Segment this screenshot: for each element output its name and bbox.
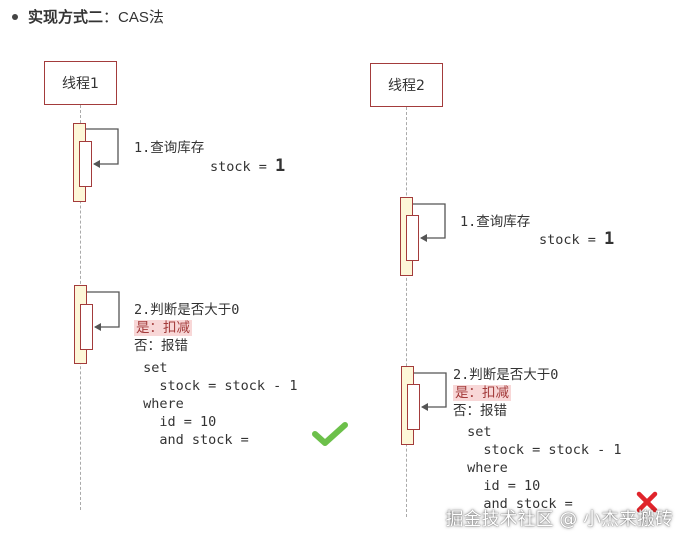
thread2-box: 线程2: [370, 63, 443, 107]
thread1-sql-line-1: set: [135, 360, 168, 376]
thread2-activation-judge-inner: [407, 384, 420, 430]
bullet-icon: [12, 13, 18, 20]
thread1-activation-judge-inner: [80, 304, 93, 350]
thread2-stock-readout: stock = 1: [539, 230, 614, 249]
thread1-query-label: 1.查询库存: [134, 140, 205, 156]
thread2-judge-arrow: [414, 372, 447, 408]
thread1-yes-label: 是：扣减: [134, 319, 192, 337]
thread2-no-label: 否：报错: [453, 403, 507, 419]
thread2-yes-highlight: 是：扣减: [453, 385, 511, 401]
thread1-stock-value: 1: [275, 156, 286, 176]
thread1-box: 线程1: [44, 61, 117, 105]
thread1-sql-line-3: where: [135, 396, 184, 412]
thread2-sql-line-2: stock = stock - 1: [459, 442, 622, 458]
thread1-sql-line-4: id = 10: [135, 414, 217, 430]
thread2-yes-label: 是：扣减: [453, 384, 511, 402]
thread2-sql-line-4: id = 10: [459, 478, 541, 494]
thread1-stock-prefix: stock =: [210, 159, 276, 175]
thread1-judge-arrow: [87, 291, 120, 328]
thread2-sql-line-1: set: [459, 424, 492, 440]
thread2-query-arrow: [413, 203, 446, 239]
thread1-sql-line-5: and stock =: [135, 432, 257, 448]
thread2-stock-prefix: stock =: [539, 232, 605, 248]
thread2-stock-value: 1: [604, 229, 615, 249]
thread2-lifeline: [406, 107, 407, 517]
thread2-sql-line-3: where: [459, 460, 508, 476]
thread2-query-label: 1.查询库存: [460, 214, 531, 230]
heading-bold: 实现方式二: [28, 8, 104, 26]
thread1-no-label: 否：报错: [134, 338, 188, 354]
section-heading: 实现方式二 ：CAS法: [12, 6, 164, 27]
thread1-yes-highlight: 是：扣减: [134, 320, 192, 336]
thread1-sql-line-2: stock = stock - 1: [135, 378, 298, 394]
thread1-judge-label: 2.判断是否大于0: [134, 302, 240, 318]
thread2-judge-label: 2.判断是否大于0: [453, 367, 559, 383]
thread1-stock-readout: stock = 1: [210, 157, 285, 176]
watermark-text: 掘金技术社区 @ 小杰来搬砖: [445, 509, 673, 530]
green-check-icon: [312, 422, 348, 446]
thread1-query-arrow: [86, 128, 119, 165]
heading-rest: ：CAS法: [103, 9, 164, 26]
red-cross-icon: [636, 491, 658, 513]
thread2-sql-line-5: and stock =: [459, 496, 581, 512]
thread2-activation-query-inner: [406, 215, 419, 261]
thread1-activation-query-inner: [79, 141, 92, 187]
